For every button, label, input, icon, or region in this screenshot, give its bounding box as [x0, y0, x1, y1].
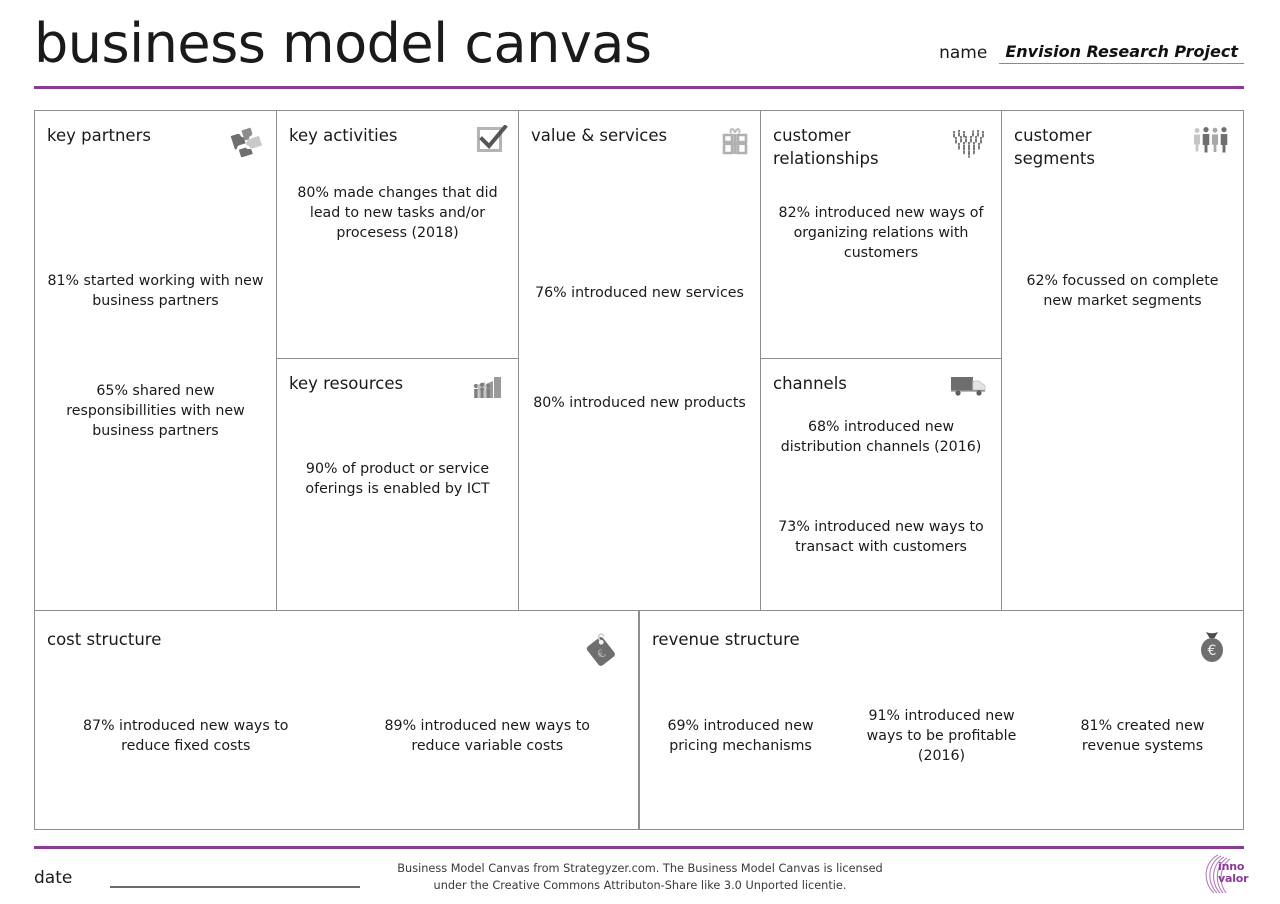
name-field-group: name Envision Research Project: [939, 42, 1244, 64]
cost-structure-header: cost structure €: [47, 629, 624, 673]
factory-people-icon: [470, 373, 508, 407]
logo-line-1: inno: [1218, 860, 1245, 873]
heart-of-people-icon: [947, 125, 991, 165]
svg-text:€: €: [1208, 643, 1217, 659]
gift-box-icon: [720, 125, 750, 161]
block-channels[interactable]: channels 68% introduced new distribution…: [761, 359, 1001, 610]
block-cost-structure[interactable]: cost structure € 87% introduced new ways…: [34, 610, 639, 830]
divider-col4-col5: [1001, 111, 1002, 610]
divider-activities-resources: [276, 358, 518, 359]
channels-notes-1: 68% introduced new distribution channels…: [769, 417, 993, 457]
note: 65% shared new responsibillities with ne…: [66, 383, 245, 439]
key-resources-header: key resources: [289, 373, 508, 407]
name-value: Envision Research Project: [1005, 42, 1238, 61]
date-input[interactable]: [110, 886, 360, 888]
divider-relationships-channels: [760, 358, 1001, 359]
note: 81% created new revenue systems: [1080, 718, 1205, 754]
money-bag-euro-icon: €: [1195, 629, 1229, 669]
block-customer-segments[interactable]: customer segments: [1002, 111, 1243, 610]
revenue-structure-title: revenue structure: [652, 630, 800, 649]
note: 62% focussed on complete new market segm…: [1026, 273, 1219, 309]
note: 69% introduced new pricing mechanisms: [667, 718, 814, 754]
block-value-services[interactable]: value & services 76% introduced new serv…: [519, 111, 760, 610]
customer-segments-title: customer segments: [1014, 126, 1095, 168]
note: 80% made changes that did lead to new ta…: [297, 185, 498, 241]
key-resources-title: key resources: [289, 374, 404, 393]
note: 87% introduced new ways to reduce fixed …: [83, 718, 289, 754]
channels-notes-2: 73% introduced new ways to transact with…: [769, 517, 993, 557]
innovalor-logo: inno valor: [1198, 852, 1256, 896]
note: 82% introduced new ways of organizing re…: [778, 205, 984, 261]
customer-segments-header: customer segments: [1014, 125, 1233, 170]
key-resources-notes: 90% of product or service oferings is en…: [285, 459, 510, 499]
checkbox-check-icon: [476, 124, 508, 159]
logo-line-2: valor: [1218, 871, 1249, 885]
note: 73% introduced new ways to transact with…: [778, 519, 984, 555]
note: 81% started working with new business pa…: [47, 273, 264, 309]
key-partners-notes: 81% started working with new business pa…: [43, 271, 268, 311]
canvas-grid: key partners 81% started working with ne…: [34, 110, 1244, 830]
customer-segments-notes: 62% focussed on complete new market segm…: [1010, 271, 1235, 311]
key-activities-header: key activities: [289, 124, 508, 159]
divider-col3-col4: [760, 111, 761, 610]
people-group-icon: [1191, 125, 1233, 159]
note: 89% introduced new ways to reduce variab…: [384, 718, 590, 754]
channels-title: channels: [773, 374, 847, 393]
channels-header: channels: [773, 373, 991, 403]
key-activities-title: key activities: [289, 126, 398, 145]
divider-col2-col3: [518, 111, 519, 610]
header-accent-rule: [34, 86, 1244, 89]
customer-relationships-notes: 82% introduced new ways of organizing re…: [769, 203, 993, 263]
license-credit-line-2: under the Creative Commons Attributon-Sh…: [433, 879, 847, 892]
block-key-resources[interactable]: key resources: [277, 359, 518, 610]
customer-relationships-title: customer relationships: [773, 126, 879, 168]
block-key-partners[interactable]: key partners 81% started working with ne…: [35, 111, 276, 610]
value-services-header: value & services: [531, 125, 750, 161]
license-credit: Business Model Canvas from Strategyzer.c…: [330, 860, 950, 894]
revenue-structure-header: revenue structure €: [652, 629, 1229, 669]
footer-accent-rule: [34, 846, 1244, 849]
date-label: date: [34, 868, 73, 888]
name-label: name: [939, 43, 988, 63]
cost-structure-notes: 87% introduced new ways to reduce fixed …: [35, 716, 638, 756]
value-services-notes-1: 76% introduced new services: [527, 283, 752, 303]
license-credit-line-1: Business Model Canvas from Strategyzer.c…: [397, 862, 883, 875]
name-input[interactable]: Envision Research Project: [999, 42, 1244, 64]
cost-structure-title: cost structure: [47, 630, 162, 649]
key-partners-title: key partners: [47, 126, 151, 145]
block-customer-relationships[interactable]: customer relationships: [761, 111, 1001, 358]
note: 91% introduced new ways to be profitable…: [866, 708, 1017, 764]
value-services-notes-2: 80% introduced new products: [527, 393, 752, 413]
customer-relationships-header: customer relationships: [773, 125, 991, 170]
key-partners-notes-2: 65% shared new responsibillities with ne…: [43, 381, 268, 441]
block-key-activities[interactable]: key activities 80% made changes that did…: [277, 111, 518, 358]
note: 80% introduced new products: [533, 395, 746, 411]
innovalor-logo-text: inno valor: [1218, 860, 1249, 885]
revenue-structure-notes: 69% introduced new pricing mechanisms 91…: [640, 708, 1243, 766]
note: 90% of product or service oferings is en…: [305, 461, 490, 497]
delivery-truck-icon: [949, 373, 991, 403]
page-title: business model canvas: [34, 12, 652, 75]
note: 76% introduced new services: [535, 285, 744, 301]
block-revenue-structure[interactable]: revenue structure € 69% introduced new p…: [639, 610, 1244, 830]
page-header: business model canvas name Envision Rese…: [0, 0, 1280, 96]
note: 68% introduced new distribution channels…: [780, 419, 982, 455]
key-partners-header: key partners: [47, 125, 266, 161]
price-tag-euro-icon: €: [584, 629, 624, 673]
value-services-title: value & services: [531, 126, 668, 145]
key-activities-notes: 80% made changes that did lead to new ta…: [285, 183, 510, 243]
puzzle-pieces-icon: [230, 125, 266, 161]
divider-col1-col2: [276, 111, 277, 610]
